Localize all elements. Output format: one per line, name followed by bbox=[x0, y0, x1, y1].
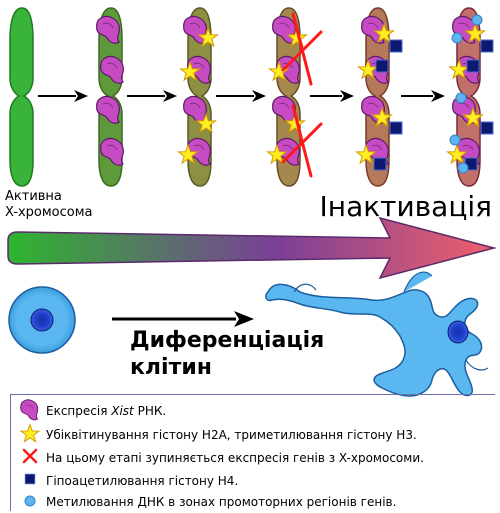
chromosome-stage-5 bbox=[447, 7, 494, 187]
blue-square-icon bbox=[389, 121, 403, 135]
blue-circle-icon bbox=[451, 32, 463, 44]
differentiation-arrow bbox=[112, 311, 254, 327]
arrow-icon bbox=[216, 90, 266, 102]
blue-circle-icon bbox=[471, 14, 483, 26]
legend: Експресія Xist РНК. Убіквітинування гіст… bbox=[10, 394, 495, 511]
arrow-icon bbox=[127, 90, 177, 102]
chromosome-stage-3 bbox=[267, 7, 323, 187]
legend-icons bbox=[20, 399, 40, 507]
blue-circle-icon bbox=[449, 134, 461, 146]
arrow-icon bbox=[310, 90, 354, 102]
differentiated-cell bbox=[265, 271, 489, 397]
chromosome-stage-4 bbox=[356, 7, 403, 187]
arrow-icon bbox=[401, 90, 445, 102]
differentiation-label-line2: клітин bbox=[130, 355, 212, 380]
blue-square-icon bbox=[373, 157, 387, 171]
chromosome-stage-2 bbox=[178, 7, 218, 187]
legend-item-xist: Експресія Xist РНК. bbox=[46, 404, 167, 418]
chromosome-stages bbox=[9, 7, 494, 187]
blue-circle-icon bbox=[457, 162, 469, 174]
active-x-label-line1: Активна bbox=[5, 189, 62, 204]
legend-red-cross-icon bbox=[22, 448, 38, 464]
legend-item-hypoacetylation: Гіпоацетилювання гістону H4. bbox=[46, 474, 239, 488]
chromosome-stage-1 bbox=[96, 7, 125, 187]
active-x-label: Активна X-хромосома bbox=[5, 189, 92, 221]
differentiation-label-line1: Диференціація bbox=[130, 328, 325, 353]
arrow-icon bbox=[38, 90, 88, 102]
inactivation-label: Інактивація bbox=[319, 190, 492, 223]
blue-square-icon bbox=[389, 39, 403, 53]
inactivation-gradient-arrow bbox=[7, 216, 497, 280]
undifferentiated-cell bbox=[8, 286, 76, 354]
differentiation-label: Диференціація клітин bbox=[130, 327, 324, 381]
blue-square-icon bbox=[375, 59, 389, 73]
red-cross-icon bbox=[281, 104, 323, 178]
active-x-chromosome bbox=[9, 7, 34, 187]
stage-arrows bbox=[38, 90, 445, 102]
legend-item-methylation: Метилювання ДНК в зонах промоторних регі… bbox=[46, 495, 397, 509]
legend-item-ubiquitination: Убіквітинування гістону H2A, триметилюва… bbox=[46, 428, 417, 442]
legend-item-stop: На цьому етапі зупиняється експресія ген… bbox=[46, 451, 424, 465]
active-x-label-line2: X-хромосома bbox=[5, 205, 93, 220]
blue-circle-icon bbox=[455, 92, 467, 104]
red-cross-icon bbox=[281, 12, 323, 86]
